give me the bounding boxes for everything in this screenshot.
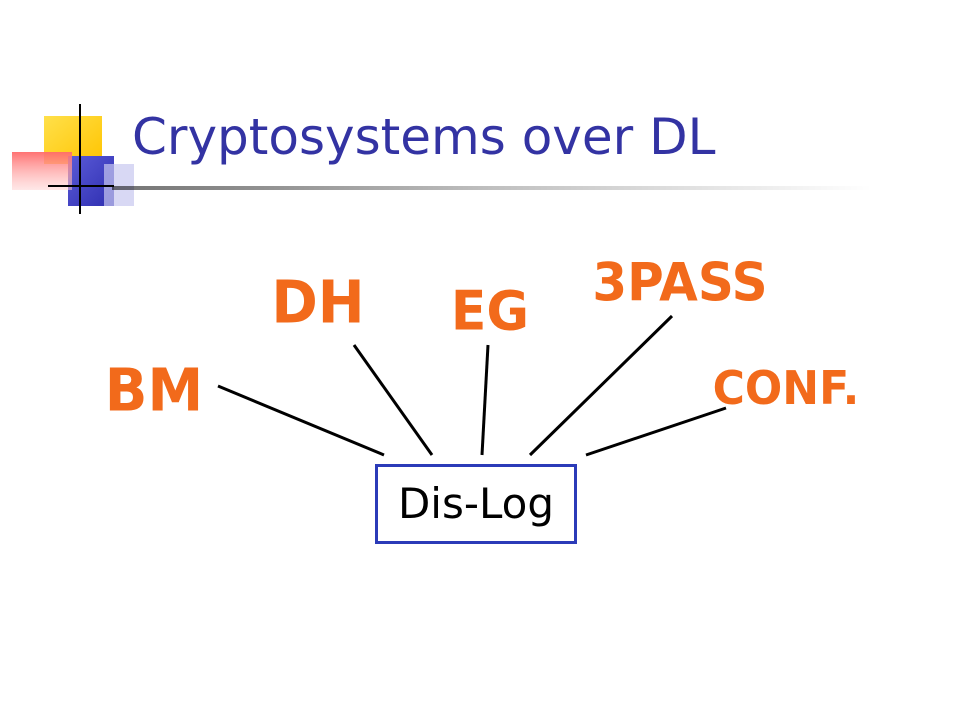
dislog-center-box: Dis-Log xyxy=(375,464,577,544)
connector-bm xyxy=(217,384,385,457)
node-label-conf: CONF. xyxy=(713,361,860,415)
node-labels: BM DH EG 3PASS CONF. xyxy=(105,252,860,425)
node-label-3pass: 3PASS xyxy=(592,252,767,313)
connector-3pass xyxy=(528,314,674,457)
connector-conf xyxy=(585,406,727,457)
connector-eg xyxy=(480,344,490,456)
corner-logo-decoration xyxy=(12,104,872,214)
connector-lines xyxy=(217,314,727,457)
logo-squares xyxy=(12,116,134,206)
node-label-eg: EG xyxy=(451,280,529,343)
dislog-center-label: Dis-Log xyxy=(397,479,555,528)
node-label-bm: BM xyxy=(105,356,203,425)
node-label-dh: DH xyxy=(271,268,364,337)
connector-dh xyxy=(352,344,434,456)
slide-title: Cryptosystems over DL xyxy=(132,108,716,166)
title-underline-rule xyxy=(112,186,872,190)
